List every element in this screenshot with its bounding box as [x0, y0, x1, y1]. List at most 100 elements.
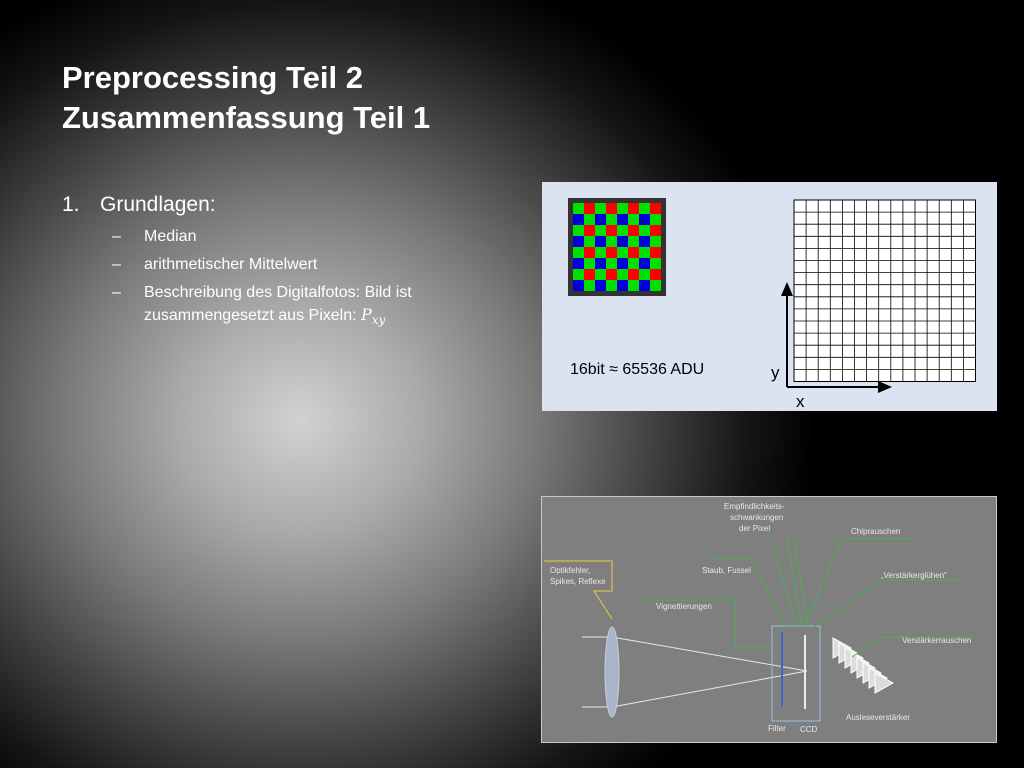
bayer-cell	[606, 203, 617, 214]
callout-lines-yellow	[544, 560, 613, 620]
bullet-list: 1. Grundlagen: – Median – arithmetischer …	[62, 190, 502, 331]
x-axis-label: x	[796, 392, 805, 411]
sub-bullet-text: Beschreibung des Digitalfotos: Bild ist …	[144, 284, 412, 324]
bayer-cell	[628, 203, 639, 214]
bayer-cell	[617, 236, 628, 247]
bayer-cell	[639, 280, 650, 291]
bayer-cell	[650, 280, 661, 291]
bayer-cell	[639, 214, 650, 225]
label-amp-glow: „Verstärkerglühen“	[881, 571, 947, 580]
bayer-cell	[573, 258, 584, 269]
bayer-cell	[639, 247, 650, 258]
dash-marker: –	[112, 284, 121, 301]
bayer-cell	[639, 236, 650, 247]
bayer-cell	[606, 214, 617, 225]
bayer-cell	[650, 236, 661, 247]
bayer-cell	[606, 236, 617, 247]
bullet-number: 1.	[62, 193, 80, 216]
bayer-cell	[573, 214, 584, 225]
bayer-cell	[595, 258, 606, 269]
bullet-label: Grundlagen:	[100, 193, 216, 216]
bayer-cell	[628, 236, 639, 247]
label-chip-noise: Chiprauschen	[851, 527, 900, 536]
bayer-cell	[650, 225, 661, 236]
bayer-cell	[617, 247, 628, 258]
bayer-cell	[639, 203, 650, 214]
bayer-cell	[584, 214, 595, 225]
bayer-cell	[606, 225, 617, 236]
bayer-cell	[584, 236, 595, 247]
bayer-cell	[606, 258, 617, 269]
title-line-1: Preprocessing Teil 2	[62, 60, 363, 95]
bayer-cell	[617, 214, 628, 225]
noise-labels: Optikfehler, Spikes, Reflexe Empfindlich…	[550, 502, 971, 734]
bayer-cell	[584, 280, 595, 291]
bayer-cell	[595, 203, 606, 214]
bayer-cell	[639, 225, 650, 236]
bayer-cell	[628, 280, 639, 291]
sensor-housing	[771, 625, 821, 722]
pixel-symbol: Pxy	[361, 305, 386, 328]
bayer-cell	[617, 258, 628, 269]
noise-sources-diagram: Optikfehler, Spikes, Reflexe Empfindlich…	[541, 496, 997, 743]
label-filter: Filter	[768, 724, 786, 733]
bayer-matrix	[573, 203, 661, 291]
sub-bullet-text: arithmetischer Mittelwert	[144, 256, 318, 273]
sub-bullet-text: Median	[144, 228, 197, 245]
label-amp-noise: Verstärkerrauschen	[902, 636, 971, 645]
bayer-cell	[595, 247, 606, 258]
slide-title: Preprocessing Teil 2 Zusammenfassung Tei…	[62, 58, 430, 138]
noise-diagram-svg: Optikfehler, Spikes, Reflexe Empfindlich…	[544, 502, 974, 734]
callout-lines-green	[637, 536, 974, 658]
label-dust: Staub, Fussel	[702, 566, 751, 575]
bayer-cell	[650, 214, 661, 225]
readout-amplifier-stack	[832, 637, 895, 694]
pixel-figure-panel: y x 16bit ≈ 65536 ADU	[542, 182, 997, 411]
y-axis-label: y	[771, 363, 780, 382]
bayer-cell	[573, 280, 584, 291]
bayer-cell	[573, 225, 584, 236]
sub-bullet-mean: – arithmetischer Mittelwert	[62, 254, 502, 276]
bayer-cell	[584, 247, 595, 258]
pixel-grid	[793, 199, 976, 382]
bayer-cell	[573, 247, 584, 258]
dash-marker: –	[112, 256, 121, 273]
bayer-cell	[584, 258, 595, 269]
bayer-cell	[595, 236, 606, 247]
sub-bullet-median: – Median	[62, 226, 502, 248]
label-vignetting: Vignettierungen	[656, 602, 712, 611]
bayer-cell	[584, 269, 595, 280]
bayer-cell	[606, 269, 617, 280]
bayer-cell	[628, 214, 639, 225]
bayer-cell	[628, 247, 639, 258]
bayer-cell	[606, 247, 617, 258]
bayer-cell	[595, 280, 606, 291]
label-sensitivity-line-3: der Pixel	[739, 524, 770, 533]
bayer-cell	[650, 258, 661, 269]
pixel-symbol-subscript: xy	[371, 313, 386, 328]
bayer-cell	[595, 225, 606, 236]
optical-rays	[582, 636, 808, 708]
bayer-cell	[584, 225, 595, 236]
label-optics-line-2: Spikes, Reflexe	[550, 577, 606, 586]
bayer-cell	[639, 269, 650, 280]
bayer-cell	[606, 280, 617, 291]
pixel-symbol-letter: P	[361, 305, 372, 324]
sub-bullet-digital-photo: – Beschreibung des Digitalfotos: Bild is…	[62, 282, 502, 331]
label-optics-line-1: Optikfehler,	[550, 566, 590, 575]
pixel-figure-svg: y x 16bit ≈ 65536 ADU	[568, 198, 976, 411]
bit-depth-label: 16bit ≈ 65536 ADU	[570, 361, 704, 378]
bayer-cell	[573, 203, 584, 214]
bayer-cell	[628, 269, 639, 280]
bayer-cell	[650, 247, 661, 258]
bayer-cell	[628, 225, 639, 236]
bayer-cell	[573, 236, 584, 247]
bayer-cell	[617, 203, 628, 214]
x-arrow-head	[878, 381, 892, 393]
bayer-cell	[595, 214, 606, 225]
pixel-grid-frame	[793, 199, 976, 382]
bayer-cell	[650, 203, 661, 214]
lens-icon	[604, 626, 620, 718]
bayer-cell	[584, 203, 595, 214]
title-line-2: Zusammenfassung Teil 1	[62, 100, 431, 135]
